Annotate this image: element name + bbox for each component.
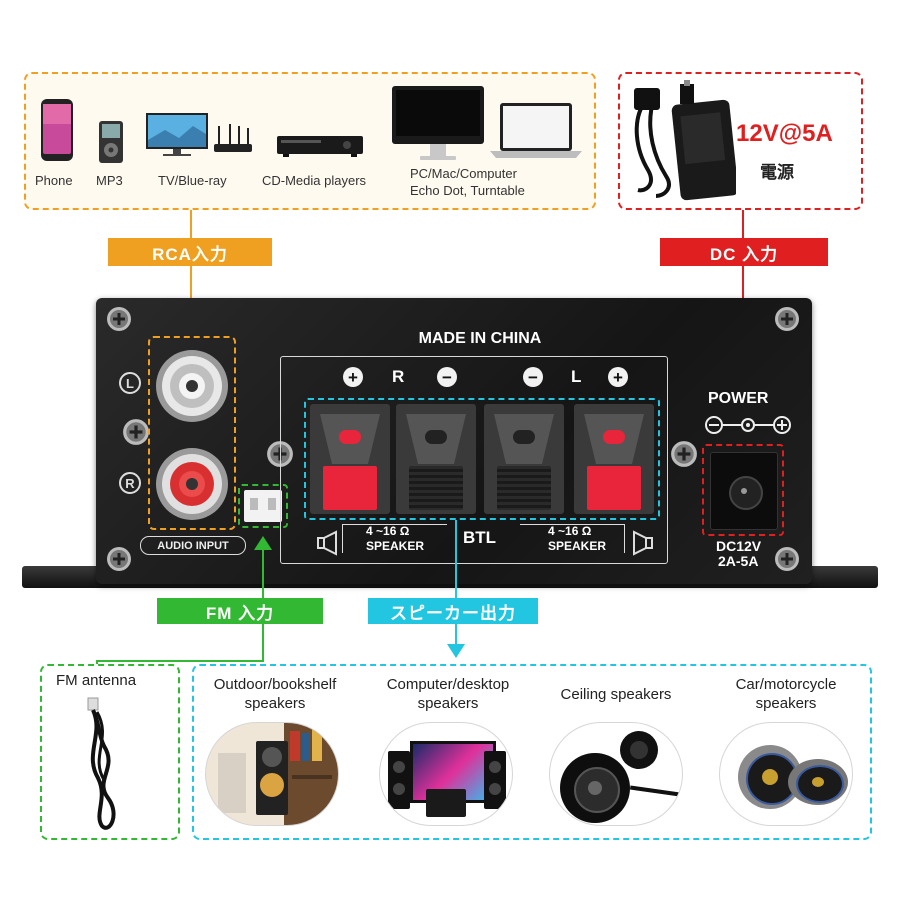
dc-polarity-icon: [705, 416, 791, 434]
power-rating-text: 12V@5A: [736, 120, 833, 147]
speaker-type-line1: Outdoor/bookshelf: [213, 676, 337, 693]
polarity-minus-r: −: [437, 367, 457, 387]
speaker-type-line1: Ceiling speakers: [560, 686, 672, 703]
speaker-left-label: SPEAKER: [366, 539, 425, 553]
speaker-type-caption-1: Computer/desktop speakers: [366, 675, 530, 713]
speaker-type-line1: Computer/desktop: [386, 676, 510, 693]
rca-input-tag: RCA入力: [108, 238, 272, 266]
router-icon: [214, 124, 252, 152]
speaker-type-line2: speakers: [755, 695, 817, 712]
desktop-monitor-icon: [392, 86, 484, 160]
source-label-mp3: MP3: [96, 173, 123, 188]
rca-jack-right-red[interactable]: [152, 444, 232, 524]
speaker-terminal-frame: [280, 356, 668, 564]
speaker-terminal-r-plus[interactable]: [310, 404, 390, 514]
dc-power-jack[interactable]: [710, 452, 778, 530]
impedance-right: 4 ~16 Ω: [548, 524, 592, 538]
car-speaker-photo: [719, 722, 853, 826]
speaker-type-caption-0: Outdoor/bookshelf speakers: [190, 675, 360, 713]
source-label-echo: Echo Dot, Turntable: [410, 183, 525, 198]
speaker-symbol-icon: [633, 530, 653, 556]
dc-rating-line1: DC12V: [716, 538, 762, 554]
speaker-out-arrow-line: [455, 520, 457, 646]
rca-jack-left-white[interactable]: [152, 346, 232, 426]
speaker-terminal-l-plus[interactable]: [574, 404, 654, 514]
fm-antenna-box: [40, 664, 180, 840]
fm-arrow-connector: [96, 660, 264, 662]
fm-arrow-head-up: [254, 536, 272, 550]
dc-rating-line2: 2A-5A: [718, 553, 759, 569]
speaker-right-label: SPEAKER: [548, 539, 607, 553]
fm-antenna-connector[interactable]: [244, 490, 282, 522]
polarity-minus-l: −: [523, 367, 543, 387]
speaker-terminal-l-minus[interactable]: [484, 404, 564, 514]
channel-l-marker: L: [119, 372, 141, 394]
polarity-channel-r: R: [392, 367, 405, 386]
polarity-plus-l: +: [608, 367, 628, 387]
impedance-left: 4 ~16 Ω: [366, 524, 410, 538]
fm-antenna-label: FM antenna: [56, 672, 137, 689]
screw-icon: [107, 307, 131, 331]
btl-label: BTL: [463, 528, 497, 547]
fm-input-tag: FM 入力: [157, 598, 323, 624]
speaker-left-bracket: [342, 524, 447, 553]
screw-icon: [775, 547, 799, 571]
speaker-type-line1: Car/motorcycle: [735, 676, 837, 693]
dc-input-tag: DC 入力: [660, 238, 828, 266]
power-adapter-icon: [634, 80, 736, 201]
audio-input-label: AUDIO INPUT: [140, 536, 246, 555]
made-in-label: MADE IN CHINA: [418, 330, 542, 347]
speaker-type-line2: speakers: [417, 695, 479, 712]
dc-jack-highlight: [702, 444, 784, 536]
speaker-output-highlight: [304, 398, 660, 520]
dc-arrow-line: [742, 210, 744, 365]
channel-r-label: R: [125, 475, 135, 491]
speaker-type-caption-2: Ceiling speakers: [536, 685, 696, 704]
polarity-plus-r: +: [343, 367, 363, 387]
speaker-type-line2: speakers: [244, 695, 306, 712]
channel-l-label: L: [126, 375, 134, 391]
speaker-symbol-icon: [317, 530, 337, 556]
speaker-type-caption-3: Car/motorcycle speakers: [706, 675, 866, 713]
source-label-tv: TV/Blue-ray: [158, 173, 227, 188]
power-adapter-box: [618, 72, 863, 210]
source-label-cd: CD-Media players: [262, 173, 367, 188]
fm-arrow-connector-down: [96, 660, 98, 666]
power-supply-label: 電源: [760, 163, 794, 182]
fm-connector-highlight: [238, 484, 288, 528]
fm-antenna-icon: [87, 697, 116, 830]
polarity-channel-l: L: [571, 367, 582, 386]
tv-icon: [146, 113, 208, 156]
screw-icon: [123, 419, 149, 445]
screw-icon: [671, 441, 697, 467]
laptop-icon: [490, 103, 582, 158]
ceiling-speaker-photo: [549, 722, 683, 826]
computer-speaker-photo: [379, 722, 513, 826]
channel-r-marker: R: [119, 472, 141, 494]
rca-highlight-box: [148, 336, 236, 530]
cd-player-icon: [277, 136, 363, 157]
source-label-pc: PC/Mac/Computer: [410, 166, 517, 181]
speaker-right-bracket: [520, 524, 625, 553]
mp3-player-icon: [99, 121, 123, 163]
phone-icon: [41, 99, 73, 161]
source-label-phone: Phone: [35, 173, 73, 188]
bookshelf-speaker-photo: [205, 722, 339, 826]
screw-icon: [107, 547, 131, 571]
speaker-out-arrow-head: [447, 644, 465, 658]
speaker-terminal-r-minus[interactable]: [396, 404, 476, 514]
screw-icon: [775, 307, 799, 331]
speaker-output-tag: スピーカー出力: [368, 598, 538, 624]
power-label: POWER: [708, 390, 769, 407]
